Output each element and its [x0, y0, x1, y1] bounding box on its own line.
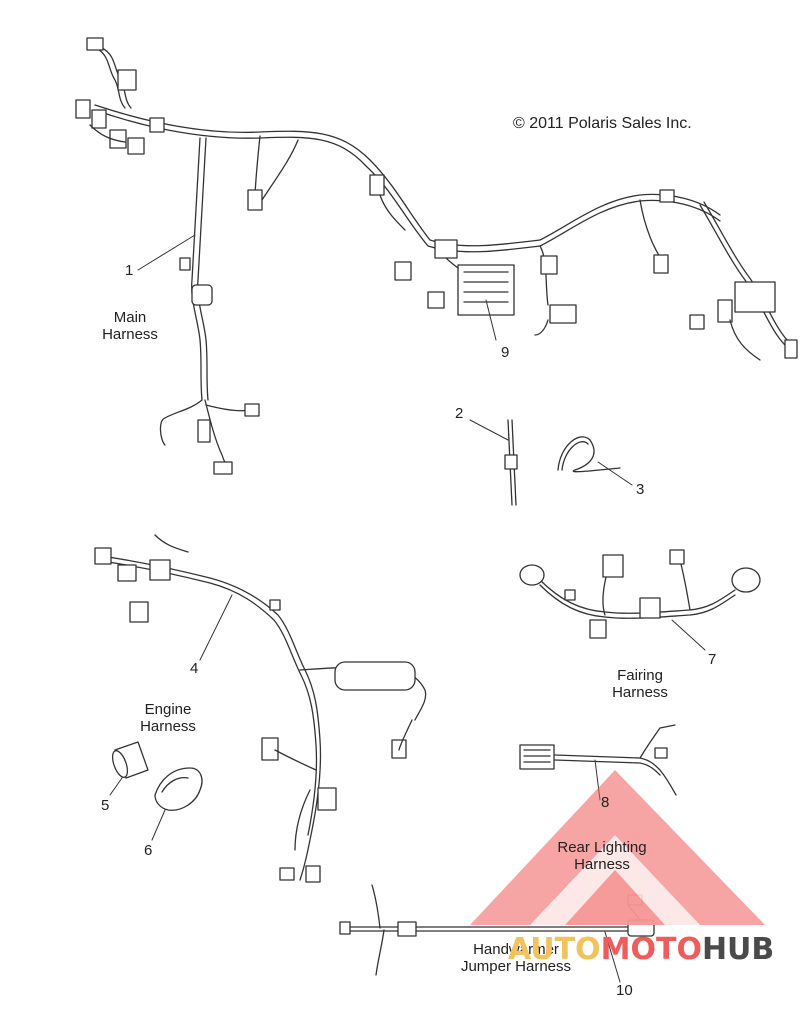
watermark-part-moto: MOTO	[600, 932, 702, 967]
callout-7: 7	[708, 651, 717, 668]
callout-5: 5	[101, 797, 110, 814]
watermark-text: AUTOMOTOHUB	[508, 932, 774, 967]
engine-harness-label-line1: Engine	[144, 701, 192, 718]
rear-lighting-harness-drawing	[519, 724, 677, 801]
fairing-harness-label-line2: Harness	[612, 684, 668, 701]
watermark-logo	[470, 770, 765, 925]
engine-harness-drawing	[94, 534, 427, 883]
tie-strap-part-3	[557, 436, 633, 486]
callout-9: 9	[501, 344, 510, 361]
handwarmer-label-line1: Handwarmer	[473, 941, 559, 958]
callout-2: 2	[455, 405, 464, 422]
engine-harness-label: Engine Harness	[134, 701, 202, 735]
main-harness-label: Main Harness	[98, 309, 162, 343]
callout-6: 6	[144, 842, 153, 859]
main-harness-label-line1: Main	[113, 309, 147, 326]
engine-harness-label-line2: Harness	[140, 718, 196, 735]
rear-lighting-harness-label: Rear Lighting Harness	[546, 839, 658, 873]
boot-part-6	[151, 767, 203, 841]
callout-8: 8	[601, 794, 610, 811]
handwarmer-label-line2: Jumper Harness	[460, 958, 572, 975]
cable-tie-part-2	[469, 419, 518, 506]
fairing-harness-drawing	[519, 549, 761, 651]
watermark-part-auto: AUTO	[508, 932, 601, 967]
copyright-notice: © 2011 Polaris Sales Inc.	[513, 115, 692, 132]
main-harness-drawing	[75, 37, 798, 475]
rear-lighting-harness-label-line2: Harness	[574, 856, 630, 873]
callout-10: 10	[616, 982, 633, 999]
callout-3: 3	[636, 481, 645, 498]
callout-4: 4	[190, 660, 199, 677]
handwarmer-jumper-harness-label: Handwarmer Jumper Harness	[444, 941, 588, 975]
fairing-harness-label-line1: Fairing	[617, 667, 663, 684]
main-harness-label-line2: Harness	[102, 326, 158, 343]
callout-1: 1	[125, 262, 134, 279]
watermark-part-hub: HUB	[701, 932, 775, 967]
rear-lighting-harness-label-line1: Rear Lighting	[557, 839, 647, 856]
grommet-part-5	[109, 741, 149, 796]
fairing-harness-label: Fairing Harness	[604, 667, 676, 701]
